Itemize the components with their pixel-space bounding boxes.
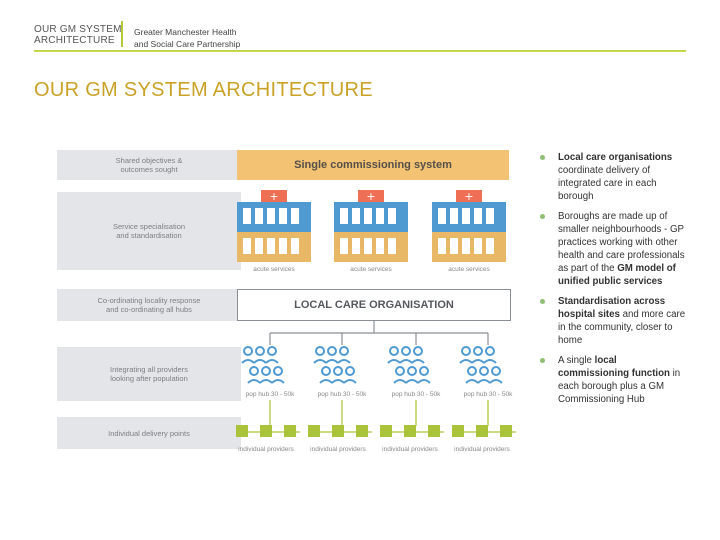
bullet-text: A single bbox=[558, 355, 595, 366]
hospital-label: acute services bbox=[448, 266, 490, 273]
bullet-dot bbox=[540, 358, 545, 363]
header-org-line-1: Greater Manchester Health bbox=[134, 27, 237, 37]
people-group-icon bbox=[459, 346, 503, 384]
label-box-shared-objectives: Shared objectives & outcomes sought bbox=[57, 150, 241, 180]
hub-label: pop hub 30 - 50k bbox=[391, 391, 441, 398]
people-group-icon bbox=[241, 346, 285, 384]
header-section-line-2: ARCHITECTURE bbox=[34, 35, 115, 46]
svg-text:+: + bbox=[366, 190, 375, 203]
label-line: Co-ordinating locality response bbox=[97, 296, 201, 305]
hub-label: pop hub 30 - 50k bbox=[463, 391, 513, 398]
hospital-label: acute services bbox=[253, 266, 295, 273]
label-box-service-specialisation: Service specialisation and standardisati… bbox=[57, 192, 241, 270]
provider-label: individual providers bbox=[310, 446, 366, 453]
label-line: Shared objectives & bbox=[115, 156, 183, 165]
page-title: OUR GM SYSTEM ARCHITECTURE bbox=[34, 79, 373, 101]
label-line: outcomes sought bbox=[120, 165, 178, 174]
bullet-bold: Local care organisations bbox=[558, 152, 673, 163]
label-line: Integrating all providers bbox=[110, 365, 188, 374]
label-box-individual-delivery: Individual delivery points bbox=[57, 417, 241, 449]
hospital-icon: + bbox=[334, 190, 408, 262]
bullet-bold: local commissioning function bbox=[558, 355, 670, 379]
bullet-item: Local care organisations coordinate deli… bbox=[540, 151, 690, 203]
hospital-label: acute services bbox=[350, 266, 392, 273]
header-org-line-2: and Social Care Partnership bbox=[134, 39, 241, 49]
label-line: Service specialisation bbox=[112, 222, 186, 231]
bullet-text: and more care in the community, closer t… bbox=[558, 309, 686, 346]
label-box-coordinating-locality: Co-ordinating locality response and co-o… bbox=[57, 289, 241, 321]
label-line: looking after population bbox=[110, 374, 188, 383]
bullet-item: Standardisation across hospital sites an… bbox=[540, 295, 690, 347]
people-group-icon bbox=[387, 346, 431, 384]
header-rule bbox=[34, 50, 686, 52]
header-separator bbox=[121, 21, 123, 47]
bullet-item: Boroughs are made up of smaller neighbou… bbox=[540, 210, 690, 288]
label-line: and standardisation bbox=[116, 231, 182, 240]
commissioning-system-bar: Single commissioning system bbox=[237, 150, 509, 180]
svg-text:+: + bbox=[269, 190, 278, 203]
hospital-icon: + bbox=[237, 190, 311, 262]
bullet-list: Local care organisations coordinate deli… bbox=[540, 151, 690, 413]
bullet-dot bbox=[540, 155, 545, 160]
bullet-bold: GM model of unified public services bbox=[558, 263, 676, 287]
provider-label: individual providers bbox=[382, 446, 438, 453]
provider-label: individual providers bbox=[238, 446, 294, 453]
bullet-dot bbox=[540, 214, 545, 219]
bullet-text: in each borough plus a GM Commissioning … bbox=[558, 368, 681, 405]
provider-label: individual providers bbox=[454, 446, 510, 453]
label-line: Individual delivery points bbox=[108, 428, 190, 438]
label-box-integrating-providers: Integrating all providers looking after … bbox=[57, 347, 241, 401]
header-section-label: OUR GM SYSTEM ARCHITECTURE bbox=[34, 24, 122, 46]
label-line: and co-ordinating all hubs bbox=[106, 305, 192, 314]
header-section-line-1: OUR GM SYSTEM bbox=[34, 24, 122, 35]
people-group-icon bbox=[313, 346, 357, 384]
provider-squares bbox=[236, 425, 512, 437]
bullet-text: Boroughs are made up of smaller neighbou… bbox=[558, 211, 685, 274]
header-org-name: Greater Manchester Health and Social Car… bbox=[134, 26, 240, 50]
bullet-text: coordinate delivery of integrated care i… bbox=[558, 165, 657, 202]
hub-label: pop hub 30 - 50k bbox=[245, 391, 295, 398]
hospital-icon: + bbox=[432, 190, 506, 262]
hub-label: pop hub 30 - 50k bbox=[317, 391, 367, 398]
bullet-bold: Standardisation across hospital sites bbox=[558, 296, 666, 320]
local-care-organisation-box: LOCAL CARE ORGANISATION bbox=[237, 289, 511, 321]
svg-text:+: + bbox=[464, 190, 473, 203]
bullet-dot bbox=[540, 299, 545, 304]
bullet-item: A single local commissioning function in… bbox=[540, 354, 690, 406]
